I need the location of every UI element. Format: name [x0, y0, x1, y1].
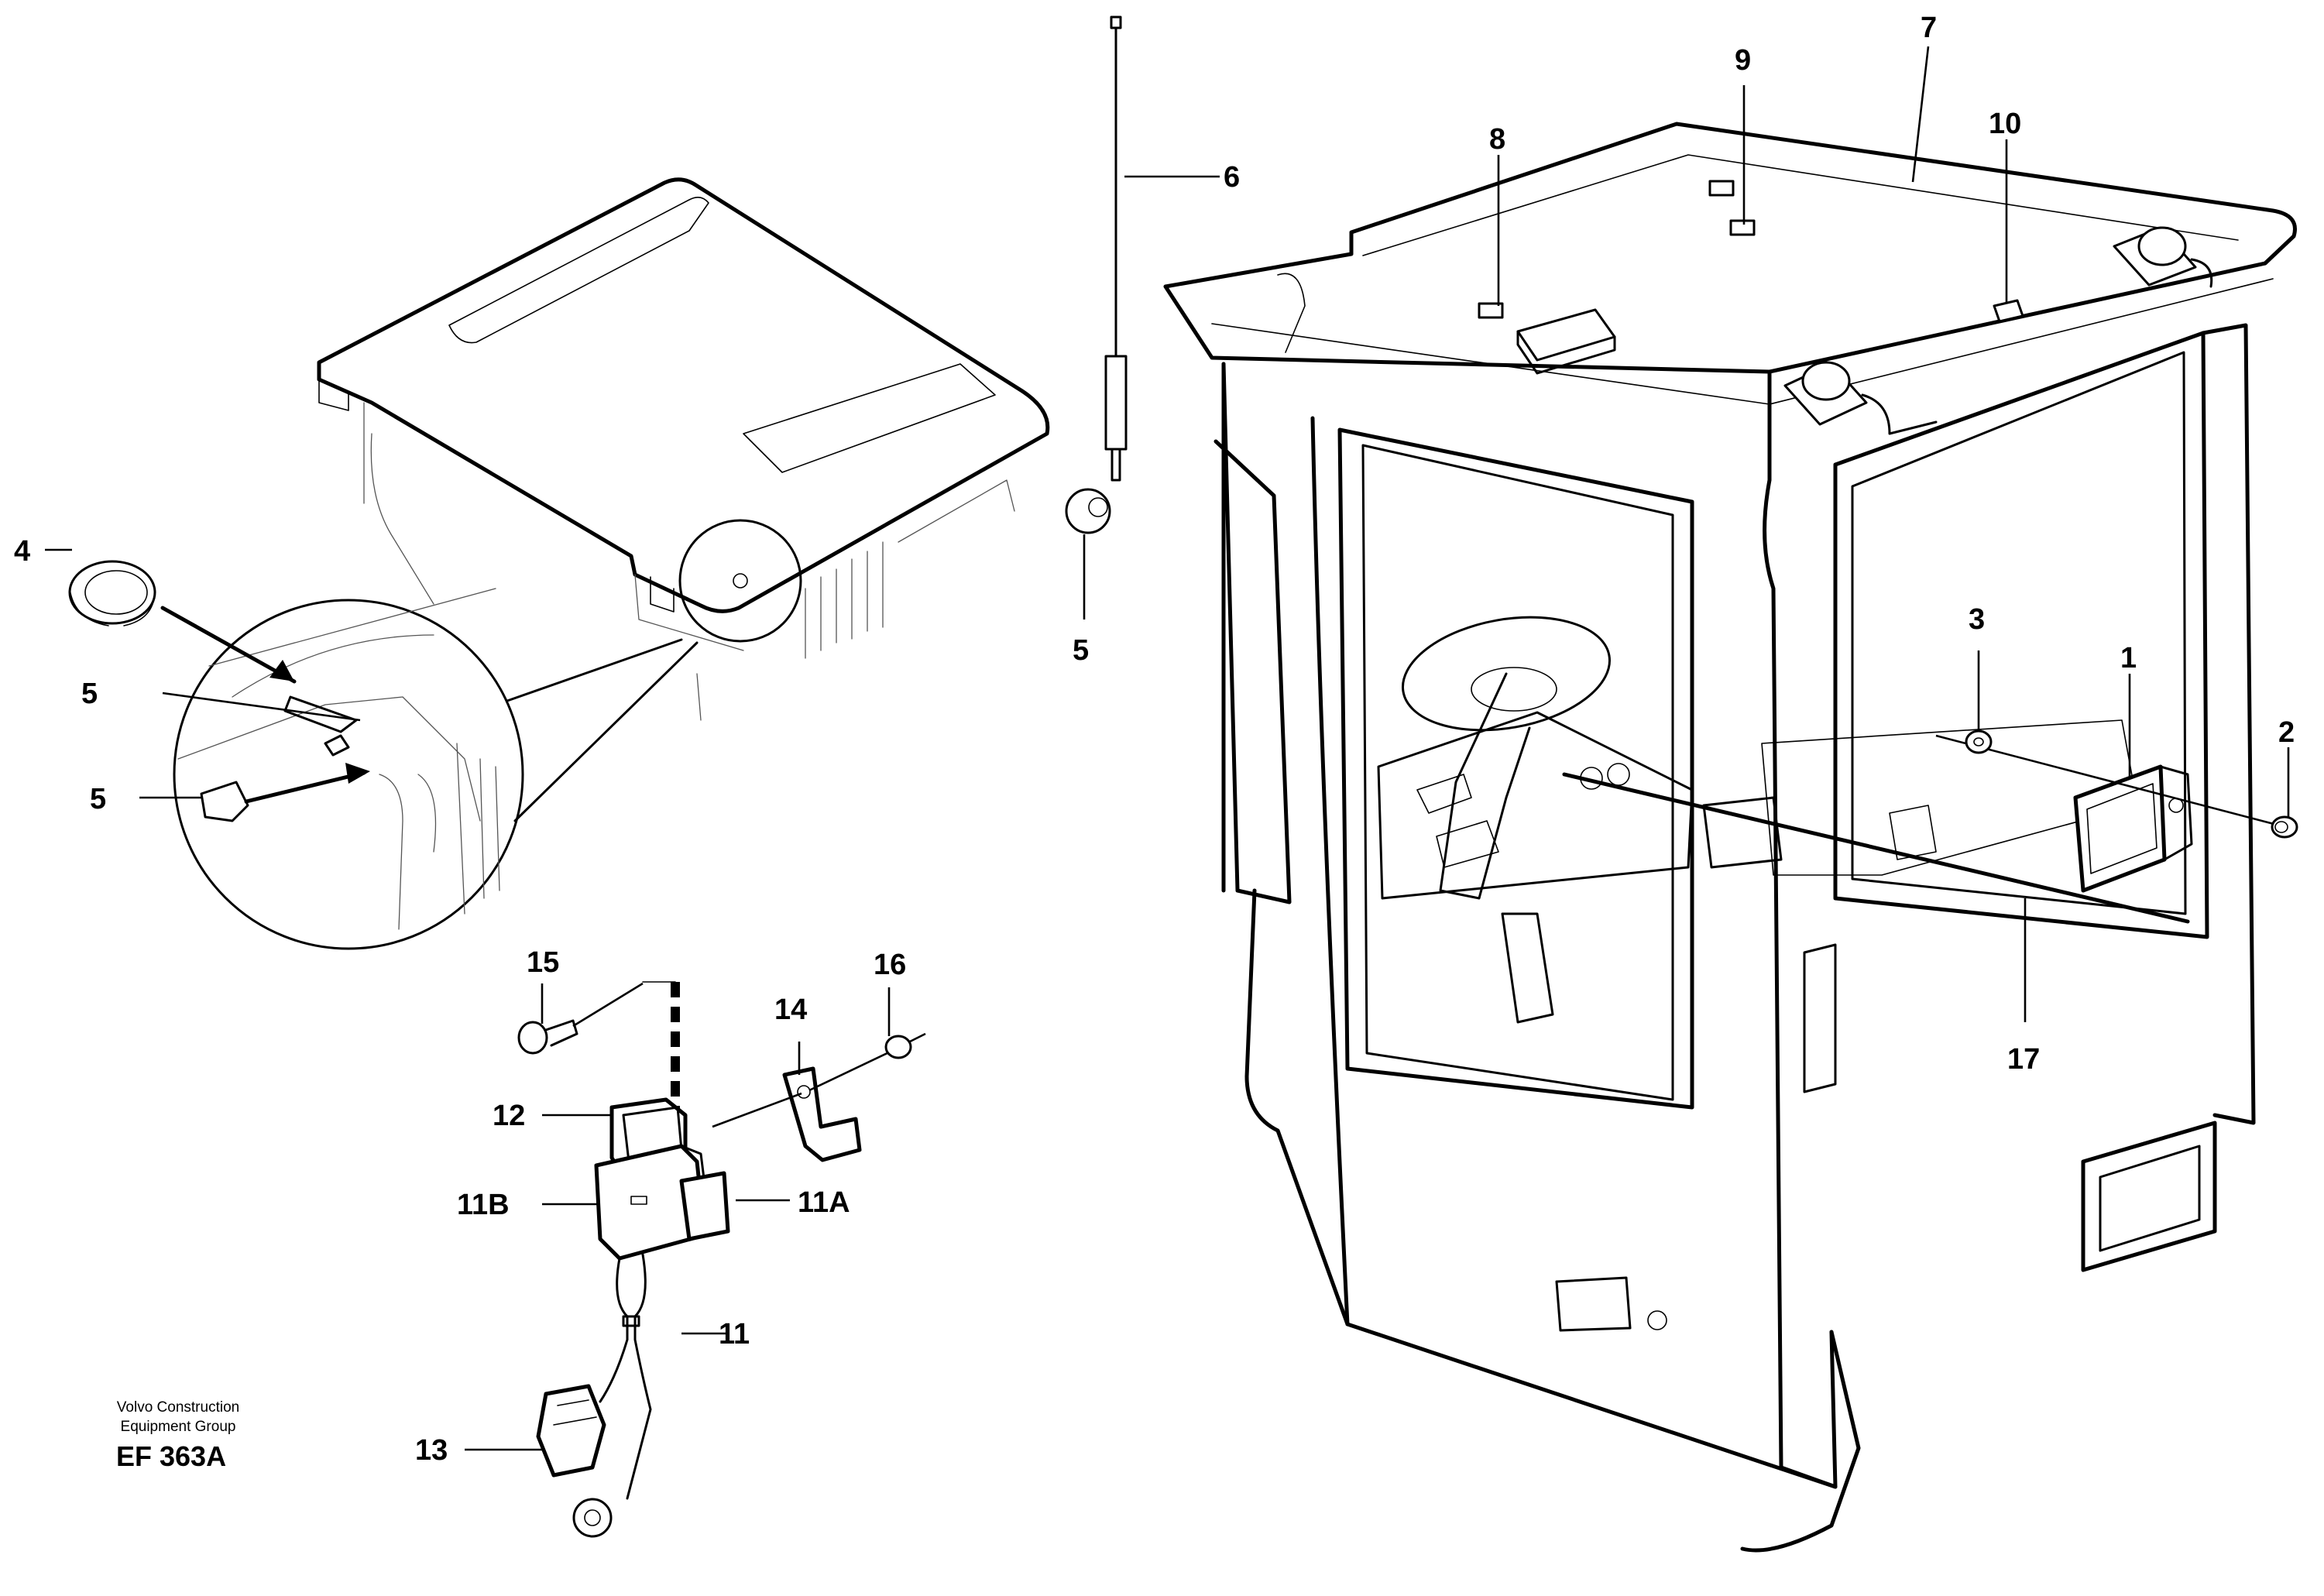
control-unit-1: [1935, 734, 2278, 893]
callout-labels: 1 2 3 4 5 5 5 6 7 8 9 10 11 11A 11B 12 1…: [14, 12, 2295, 1467]
callout-5-base: 5: [1073, 634, 1089, 667]
callout-7: 7: [1921, 12, 1937, 44]
credit-line-2: Equipment Group: [121, 1419, 236, 1435]
callout-9: 9: [1735, 44, 1751, 77]
callout-leaders: [45, 46, 2290, 1451]
callout-4: 4: [14, 535, 30, 568]
callout-11: 11: [719, 1318, 750, 1351]
drawing-code: EF 363A: [116, 1440, 226, 1472]
antenna-6: [1065, 15, 1128, 534]
callout-12: 12: [493, 1100, 525, 1132]
callout-5-fitting: 5: [90, 783, 106, 815]
arrow-to-hole: [244, 771, 366, 804]
callout-10: 10: [1989, 108, 2021, 140]
grommet-4: [68, 560, 156, 626]
callout-11b: 11B: [457, 1189, 510, 1221]
callout-6: 6: [1224, 161, 1240, 194]
callout-5-bracket: 5: [81, 678, 98, 710]
callout-11a: 11A: [798, 1186, 850, 1219]
arrow-to-grommet: [160, 606, 297, 684]
cab-roof-drawing: [317, 177, 1050, 721]
callout-15: 15: [527, 946, 559, 979]
operator-cab-drawing: [1163, 122, 2297, 1553]
magnified-detail-circle: [173, 588, 699, 950]
callout-3: 3: [1969, 603, 1985, 636]
callout-16: 16: [874, 949, 906, 981]
credit-line-1: Volvo Construction: [117, 1399, 239, 1416]
callout-13: 13: [415, 1434, 448, 1467]
washer-3: [1965, 729, 1993, 754]
nut-2: [2271, 815, 2298, 839]
callout-14: 14: [774, 994, 807, 1026]
callout-17: 17: [2007, 1043, 2040, 1076]
callout-8: 8: [1489, 123, 1505, 156]
drawing-credit-block: Volvo Construction Equipment Group EF 36…: [116, 1399, 239, 1472]
callout-2: 2: [2278, 716, 2295, 749]
callout-1: 1: [2120, 642, 2137, 674]
relay-harness-assembly: [517, 981, 926, 1538]
